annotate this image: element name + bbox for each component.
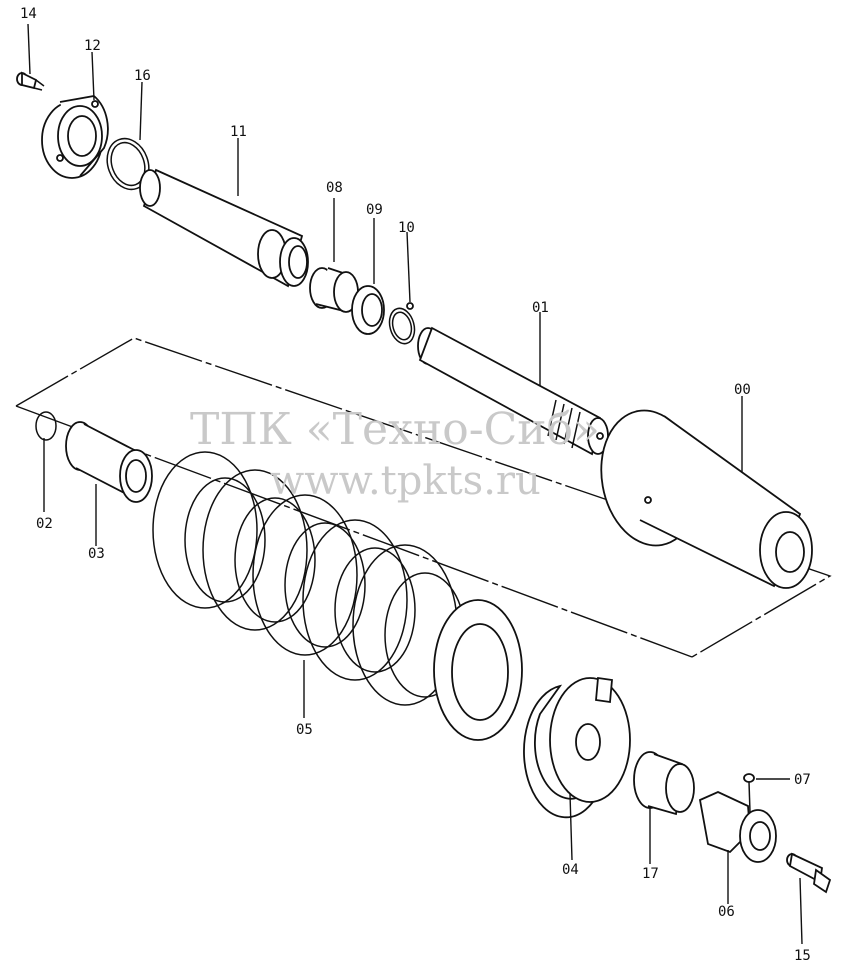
part-02-o-ring <box>35 411 57 441</box>
label-00: 00 <box>734 382 751 398</box>
part-12-flange <box>41 95 109 179</box>
label-10: 10 <box>398 220 415 236</box>
label-03: 03 <box>88 546 105 562</box>
watermark-url: www.tpkts.ru <box>270 458 541 504</box>
label-05: 05 <box>296 722 313 738</box>
label-08: 08 <box>326 180 343 196</box>
label-17: 17 <box>642 866 659 882</box>
watermark-company: ТПК «Техно-Сиб» <box>190 404 600 455</box>
label-07: 07 <box>794 772 811 788</box>
label-02: 02 <box>36 516 53 532</box>
part-07-screw <box>743 773 755 813</box>
label-16: 16 <box>134 68 151 84</box>
label-01: 01 <box>532 300 549 316</box>
part-05-spring <box>152 451 523 741</box>
part-00-body <box>600 409 813 589</box>
part-08-bushing <box>309 267 359 313</box>
part-11-cylinder <box>139 168 309 288</box>
leader-lines <box>27 23 803 945</box>
label-12: 12 <box>84 38 101 54</box>
part-14-bolt <box>16 71 45 91</box>
part-04-spring-seat <box>523 676 631 819</box>
watermark: ТПК «Техно-Сиб» www.tpkts.ru <box>190 404 600 504</box>
label-04: 04 <box>562 862 579 878</box>
part-labels: 14 12 16 11 08 09 10 01 00 02 03 05 04 1… <box>20 6 811 964</box>
label-15: 15 <box>794 948 811 964</box>
part-01-rod <box>417 326 609 456</box>
label-14: 14 <box>20 6 37 22</box>
part-03-sleeve <box>65 421 153 503</box>
part-10-snap-ring <box>388 302 416 345</box>
label-09: 09 <box>366 202 383 218</box>
part-06-nut <box>698 791 777 863</box>
label-06: 06 <box>718 904 735 920</box>
part-15-grease-fitting <box>786 852 832 894</box>
part-16-o-ring <box>106 137 150 191</box>
label-11: 11 <box>230 124 247 140</box>
part-09-seal <box>351 285 385 335</box>
part-17-bushing <box>633 751 695 816</box>
